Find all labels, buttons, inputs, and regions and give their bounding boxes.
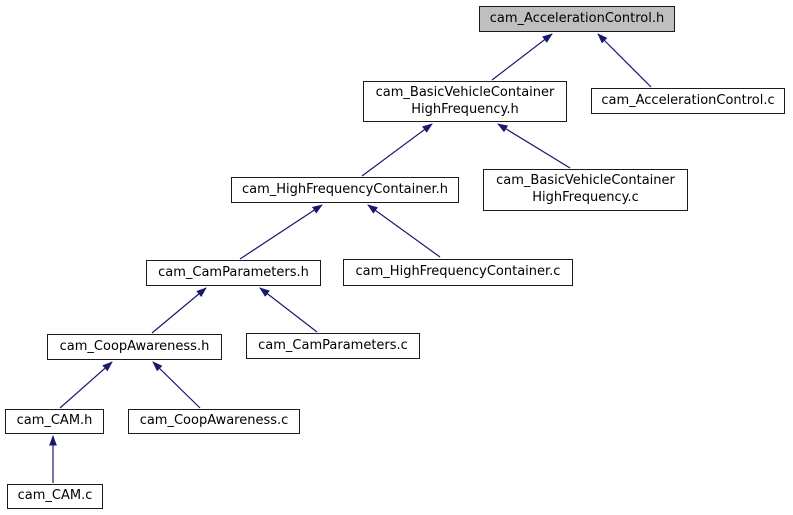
graph-node-cam_AccelerationControl-c[interactable]: cam_AccelerationControl.c bbox=[591, 88, 785, 114]
graph-node-cam_CoopAwareness-h[interactable]: cam_CoopAwareness.h bbox=[47, 334, 222, 360]
edge-coop_h-to-camparams_h bbox=[151, 287, 207, 334]
graph-node-cam_CAM-h[interactable]: cam_CAM.h bbox=[5, 409, 104, 434]
graph-node-cam_CAM-c[interactable]: cam_CAM.c bbox=[7, 484, 103, 509]
edge-cam_h-to-coop_h bbox=[59, 361, 113, 409]
edge-camparams_c-to-camparams_h bbox=[259, 287, 318, 333]
graph-node-cam_BasicVehicleContainerHighFrequency-c[interactable]: cam_BasicVehicleContainer HighFrequency.… bbox=[483, 169, 688, 211]
graph-node-cam_HighFrequencyContainer-h[interactable]: cam_HighFrequencyContainer.h bbox=[231, 177, 459, 203]
edge-coop_c-to-coop_h bbox=[152, 361, 201, 409]
edge-hfc_c-to-hfc_h bbox=[367, 204, 441, 258]
graph-node-cam_AccelerationControl-h: cam_AccelerationControl.h bbox=[479, 6, 675, 32]
graph-node-cam_CamParameters-c[interactable]: cam_CamParameters.c bbox=[246, 333, 420, 359]
graph-node-cam_CoopAwareness-c[interactable]: cam_CoopAwareness.c bbox=[128, 409, 300, 434]
graph-node-cam_BasicVehicleContainerHighFrequency-h[interactable]: cam_BasicVehicleContainer HighFrequency.… bbox=[363, 81, 567, 122]
graph-node-cam_CamParameters-h[interactable]: cam_CamParameters.h bbox=[146, 260, 321, 286]
edge-camparams_h-to-hfc_h bbox=[239, 204, 323, 260]
edge-bvchf_c-to-bvchf_h bbox=[497, 123, 571, 169]
edge-bvchf_h-to-accel_h bbox=[491, 33, 553, 81]
graph-node-cam_HighFrequencyContainer-c[interactable]: cam_HighFrequencyContainer.c bbox=[343, 259, 573, 286]
edge-accel_c-to-accel_h bbox=[597, 33, 652, 88]
edge-hfc_h-to-bvchf_h bbox=[361, 123, 433, 177]
